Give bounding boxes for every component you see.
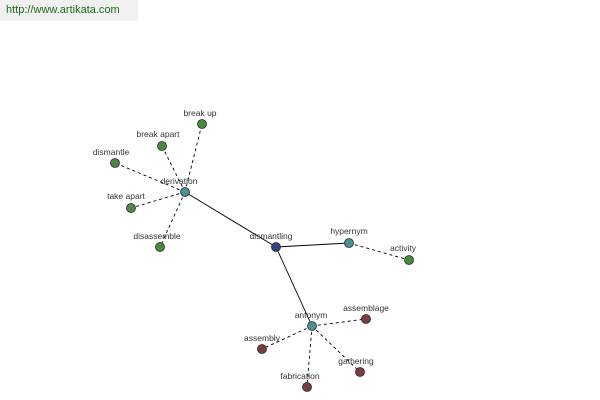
term-node-disassemble[interactable] (155, 242, 165, 252)
edge-derivation-dismantle (114, 162, 186, 193)
term-node-break-up[interactable] (197, 119, 207, 129)
term-label-activity[interactable]: activity (390, 243, 417, 253)
term-node-assemblage[interactable] (361, 314, 371, 324)
term-label-disassemble[interactable]: disassemble (133, 231, 181, 241)
graph-labels: dismantling derivation hypernym antonym brea… (93, 108, 417, 381)
edge-derivation-break-apart (161, 145, 186, 193)
term-node-gathering[interactable] (355, 367, 365, 377)
url-banner[interactable]: http://www.artikata.com (0, 0, 138, 21)
edge-antonym-assemblage (311, 318, 367, 327)
term-node-fabrication[interactable] (302, 382, 312, 392)
root-label-dismantling[interactable]: dismantling (250, 231, 293, 241)
edge-hypernym-activity (348, 242, 410, 261)
edge-antonym-fabrication (306, 325, 313, 388)
term-label-gathering[interactable]: gathering (338, 356, 374, 366)
relation-node-derivation[interactable] (180, 187, 190, 197)
term-node-break-apart[interactable] (157, 141, 167, 151)
term-label-break-up[interactable]: break up (183, 108, 216, 118)
relation-node-antonym[interactable] (307, 321, 317, 331)
term-label-assemblage[interactable]: assemblage (343, 303, 389, 313)
term-label-dismantle[interactable]: dismantle (93, 147, 130, 157)
relation-node-hypernym[interactable] (344, 238, 354, 248)
edge-antonym-gathering (311, 325, 361, 373)
edge-derivation-disassemble (159, 191, 186, 248)
term-label-take-apart[interactable]: take apart (107, 191, 145, 201)
term-label-fabrication[interactable]: fabrication (280, 371, 319, 381)
term-node-take-apart[interactable] (126, 203, 136, 213)
term-node-assembly[interactable] (257, 344, 267, 354)
root-node-dismantling[interactable] (271, 242, 281, 252)
edge-dismantling-derivation (184, 191, 277, 248)
term-node-activity[interactable] (404, 255, 414, 265)
term-node-dismantle[interactable] (110, 158, 120, 168)
relation-label-hypernym[interactable]: hypernym (330, 226, 367, 236)
relation-label-antonym[interactable]: antonym (295, 310, 328, 320)
term-label-assembly[interactable]: assembly (244, 333, 281, 343)
term-label-break-apart[interactable]: break apart (137, 129, 181, 139)
edge-dismantling-hypernym (275, 242, 350, 248)
graph-edges (114, 123, 410, 388)
edge-dismantling-antonym (275, 246, 313, 327)
graph-nodes (110, 119, 414, 392)
relation-label-derivation[interactable]: derivation (161, 176, 198, 186)
